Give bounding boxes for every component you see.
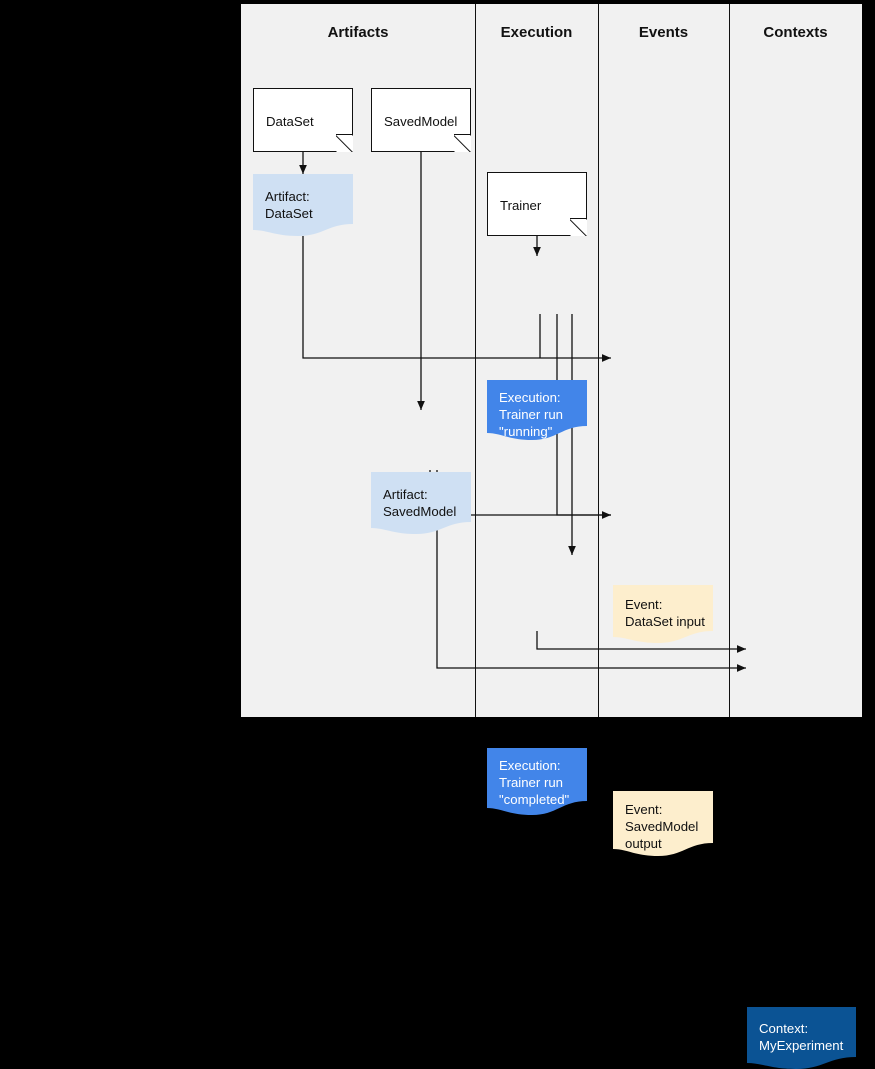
divider-events-contexts <box>729 4 730 717</box>
node-artifact-savedmodel[interactable]: Artifact: SavedModel <box>371 472 471 534</box>
divider-execution-events <box>598 4 599 717</box>
artifact-shape <box>253 174 353 236</box>
node-document-dataset-label: DataSet <box>266 114 314 129</box>
page-fold-icon <box>570 219 587 236</box>
node-execution-completed-line3: "completed" <box>499 792 570 807</box>
node-execution-running-line3: "running" <box>499 424 553 439</box>
node-execution-running-text: Execution: Trainer run "running" <box>499 389 579 440</box>
node-execution-completed-text: Execution: Trainer run "completed" <box>499 757 579 808</box>
node-event-savedmodel-output-text: Event: SavedModel output <box>625 801 705 852</box>
node-document-dataset[interactable]: DataSet <box>253 88 353 152</box>
node-artifact-savedmodel-line2: SavedModel <box>383 504 457 519</box>
node-event-dataset-input-line1: Event: <box>625 597 663 612</box>
node-context-myexperiment-line2: MyExperiment <box>759 1038 844 1053</box>
page-fold-icon <box>336 135 353 152</box>
event-shape <box>613 585 713 643</box>
node-artifact-dataset-line1: Artifact: <box>265 189 310 204</box>
column-header-artifacts: Artifacts <box>327 23 389 41</box>
artifact-shape <box>371 472 471 534</box>
diagram-board: Artifacts Execution Events Contexts <box>241 4 862 1069</box>
node-document-trainer-label: Trainer <box>500 198 542 213</box>
node-artifact-dataset-text: Artifact: DataSet <box>265 188 345 222</box>
node-event-savedmodel-output[interactable]: Event: SavedModel output <box>613 791 713 856</box>
node-context-myexperiment-text: Context: MyExperiment <box>759 1020 848 1054</box>
node-event-savedmodel-output-line2: SavedModel <box>625 819 699 834</box>
node-execution-completed[interactable]: Execution: Trainer run "completed" <box>487 748 587 815</box>
node-event-savedmodel-output-line1: Event: <box>625 802 663 817</box>
node-execution-running-line1: Execution: <box>499 390 561 405</box>
page-fold-edge-icon <box>570 218 587 220</box>
node-event-dataset-input-text: Event: DataSet input <box>625 596 705 630</box>
column-header-contexts: Contexts <box>763 23 828 41</box>
page-fold-icon <box>454 135 471 152</box>
edge-artifactdataset-to-eventinput <box>302 236 611 362</box>
node-execution-running[interactable]: Execution: Trainer run "running" <box>487 380 587 440</box>
node-context-myexperiment[interactable]: Context: MyExperiment <box>747 1007 856 1069</box>
node-event-dataset-input[interactable]: Event: DataSet input <box>613 585 713 643</box>
node-execution-completed-line2: Trainer run <box>499 775 564 790</box>
node-execution-running-line2: Trainer run <box>499 407 564 422</box>
node-event-dataset-input-line2: DataSet input <box>625 614 705 629</box>
node-document-savedmodel-label: SavedModel <box>384 114 458 129</box>
node-execution-completed-line1: Execution: <box>499 758 561 773</box>
column-header-execution: Execution <box>500 23 573 41</box>
node-document-savedmodel[interactable]: SavedModel <box>371 88 471 152</box>
divider-artifacts-execution <box>475 4 476 717</box>
node-event-savedmodel-output-line3: output <box>625 836 662 851</box>
node-artifact-savedmodel-text: Artifact: SavedModel <box>383 486 463 520</box>
node-document-trainer[interactable]: Trainer <box>487 172 587 236</box>
page-fold-edge-icon <box>336 134 353 136</box>
diagram-canvas: Artifacts Execution Events Contexts <box>0 0 875 721</box>
node-context-myexperiment-line1: Context: <box>759 1021 809 1036</box>
column-header-events: Events <box>638 23 689 41</box>
execution-shape <box>487 380 587 440</box>
node-artifact-dataset-line2: DataSet <box>265 206 313 221</box>
node-artifact-savedmodel-line1: Artifact: <box>383 487 428 502</box>
page-fold-edge-icon <box>454 134 471 136</box>
node-artifact-dataset[interactable]: Artifact: DataSet <box>253 174 353 236</box>
